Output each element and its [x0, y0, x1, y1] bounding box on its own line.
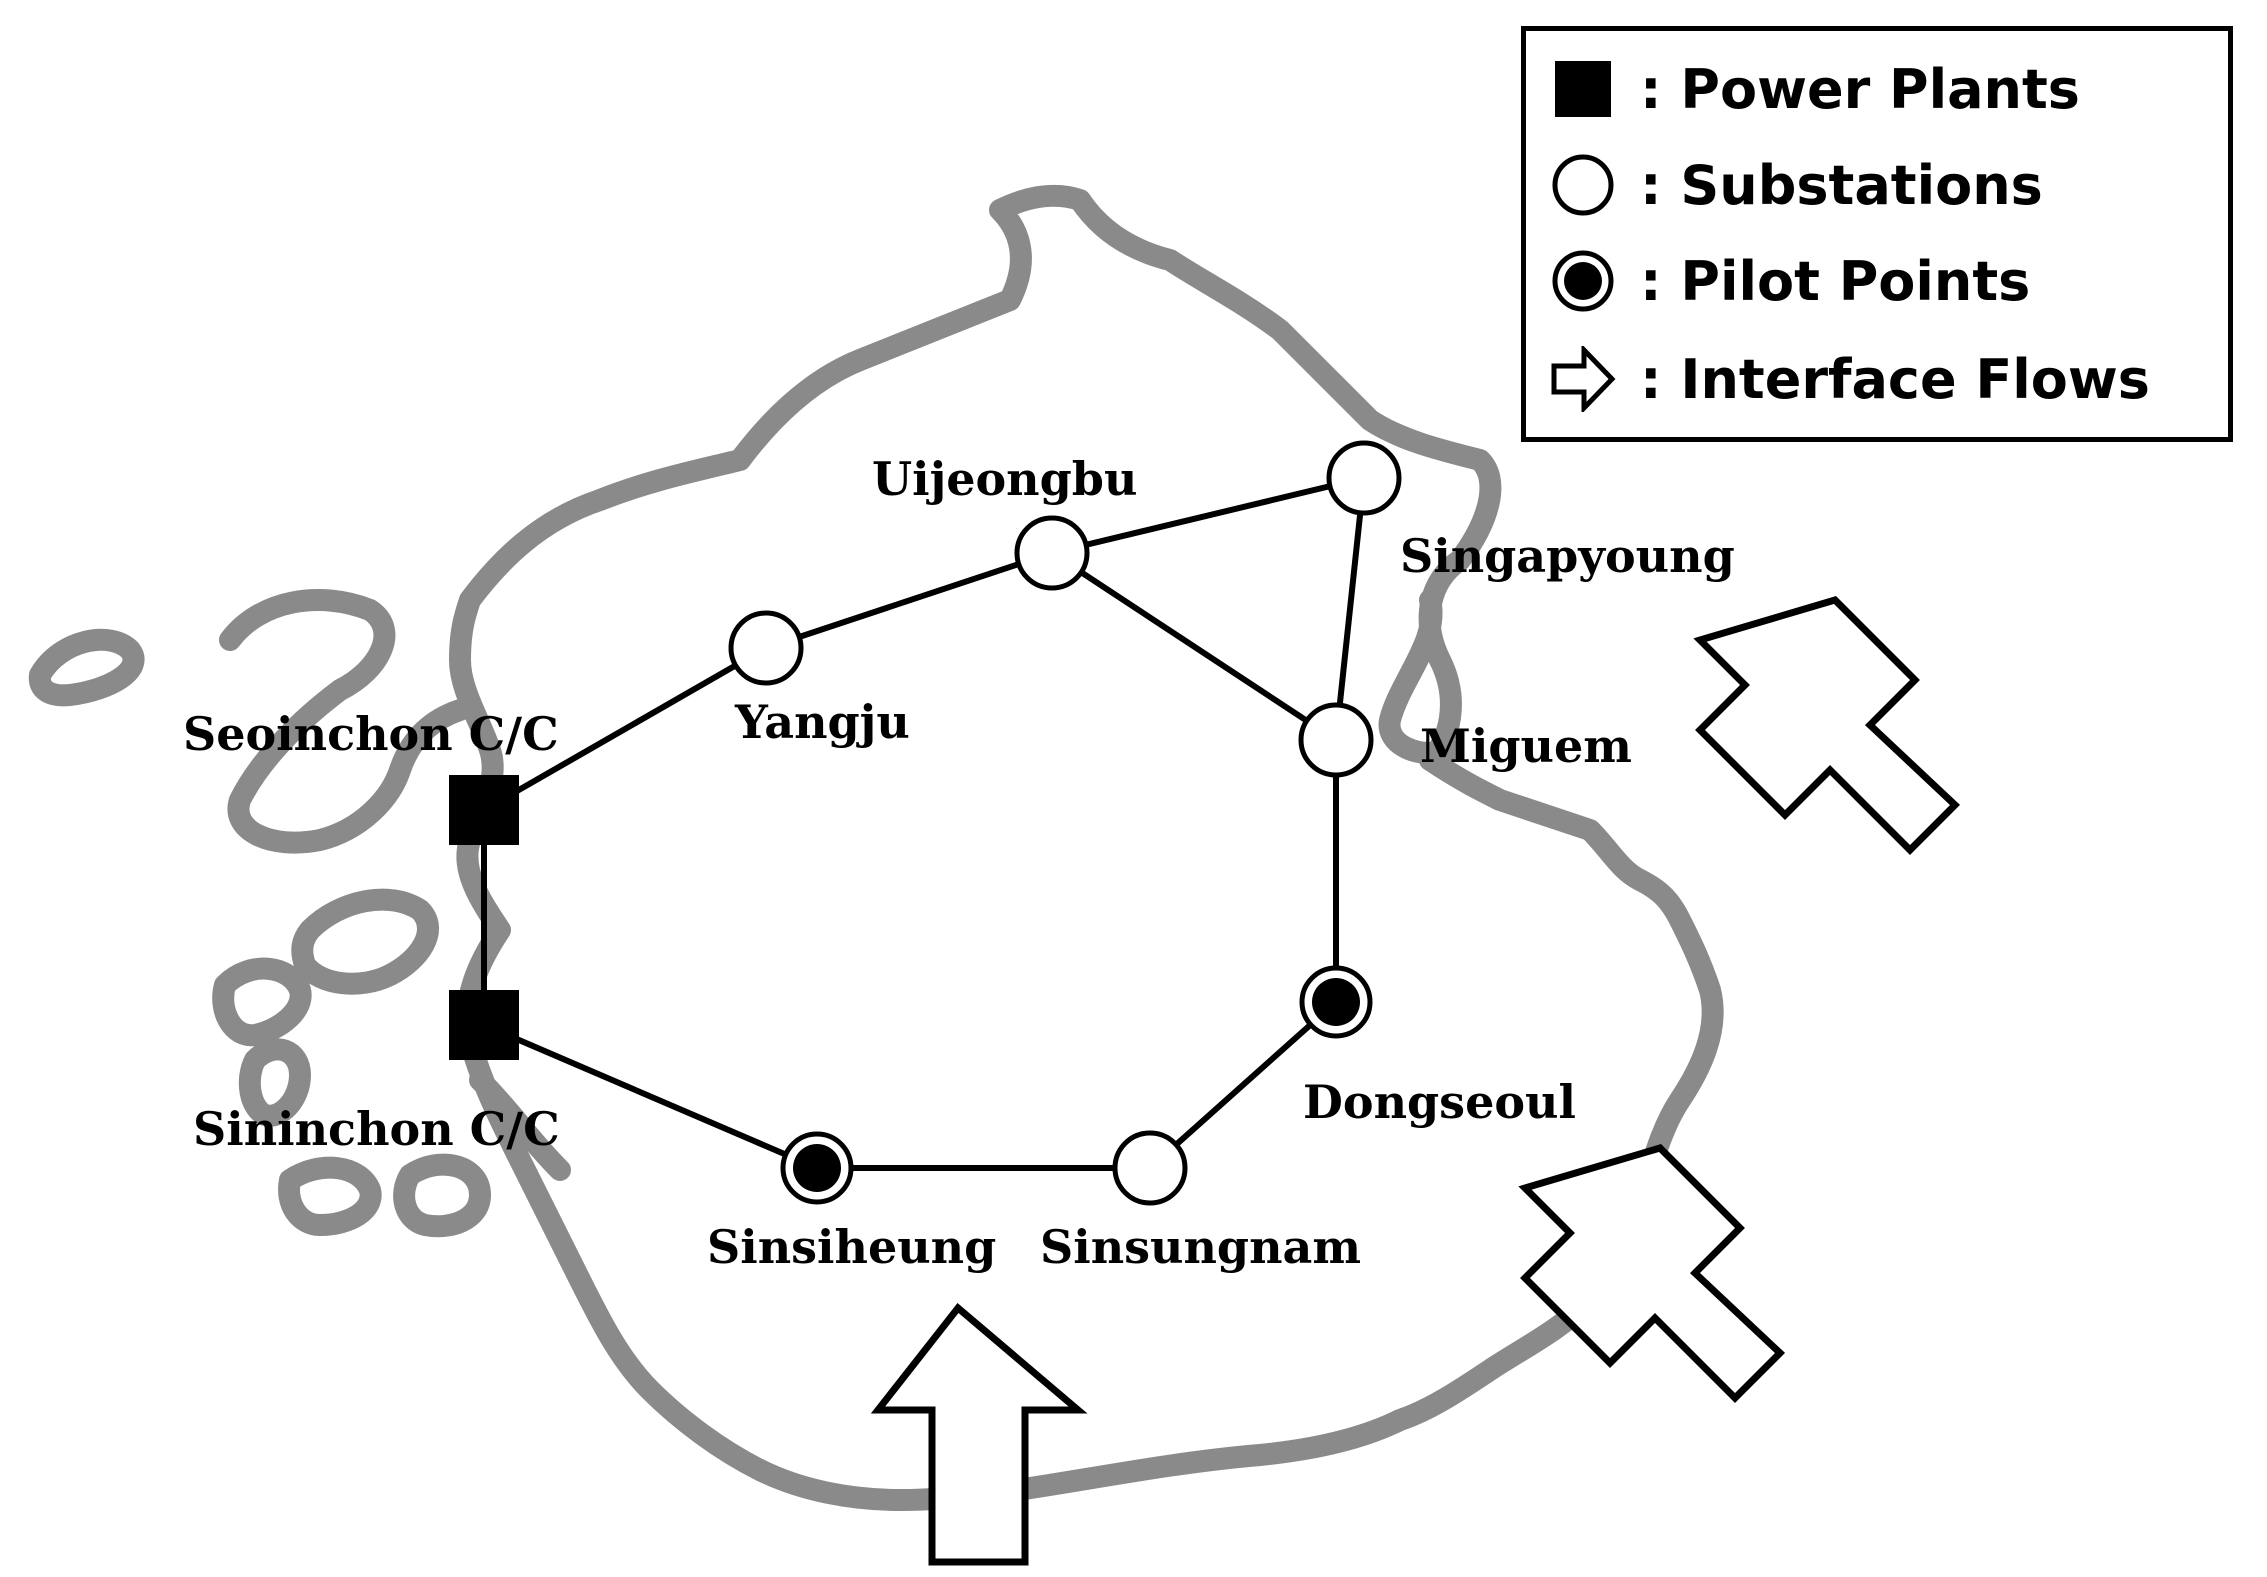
label-sinsungnam: Sinsungnam	[1040, 1220, 1361, 1274]
station-miguem	[1298, 702, 1374, 778]
connection-yangju-uijeongbu	[765, 550, 1053, 651]
connection-uijeongbu-singapyoung	[1051, 475, 1365, 556]
pilot-point-core	[1312, 978, 1360, 1026]
label-sinsiheung: Sinsiheung	[707, 1220, 996, 1274]
pilot-point-icon	[1548, 246, 1618, 316]
substation-icon	[1548, 150, 1618, 220]
interface-flow-arrow-east	[1518, 1144, 1786, 1403]
connection-singapyoung-miguem	[1333, 477, 1367, 741]
power-plant-icon	[449, 775, 519, 845]
station-sinsiheung	[780, 1131, 854, 1205]
island-6	[393, 1153, 491, 1238]
legend: : Power Plants : Substations : Pilot Poi…	[1521, 26, 2233, 442]
connection-seoinchon-yangju	[482, 645, 768, 813]
connection-dongseoul-sinsungnam	[1148, 999, 1338, 1171]
main-region-outline	[449, 184, 1724, 1511]
substation-icon	[1326, 440, 1402, 516]
label-uijeongbu: Uijeongbu	[872, 452, 1137, 506]
legend-item-interface-flows: : Interface Flows	[1548, 339, 2150, 419]
legend-label: : Interface Flows	[1640, 347, 2150, 411]
power-plant-icon	[449, 990, 519, 1060]
island-4	[238, 1038, 311, 1127]
stations-layer	[449, 440, 1402, 1206]
legend-item-pilot-points: : Pilot Points	[1548, 241, 2030, 321]
legend-label: : Substations	[1640, 153, 2043, 217]
interface-flow-arrow-south	[870, 1302, 1088, 1566]
region-outline	[28, 184, 1724, 1511]
substation-icon	[1014, 515, 1090, 591]
label-singapyoung: Singapyoung	[1400, 529, 1735, 583]
interface-flow-arrow-icon	[1548, 344, 1618, 414]
label-yangju: Yangju	[734, 695, 910, 749]
island-1	[28, 628, 145, 707]
connection-uijeongbu-miguem	[1050, 550, 1338, 743]
station-singapyoung	[1326, 440, 1402, 516]
station-dongseoul	[1299, 965, 1373, 1039]
legend-label: : Pilot Points	[1640, 249, 2031, 313]
substation-icon	[728, 610, 804, 686]
label-sininchon: Sininchon C/C	[193, 1102, 560, 1156]
pilot-point-core	[793, 1144, 841, 1192]
island-2	[291, 888, 439, 995]
station-sininchon	[449, 990, 519, 1060]
legend-label: : Power Plants	[1640, 57, 2080, 121]
coast-fragment-upper	[219, 589, 471, 854]
connection-sinsiheung-sininchon	[482, 1022, 819, 1171]
interface-flow-arrows	[870, 596, 1961, 1566]
station-labels: Seoinchon C/C Sininchon C/C Yangju Uijeo…	[183, 452, 1735, 1274]
label-miguem: Miguem	[1420, 719, 1632, 773]
station-yangju	[728, 610, 804, 686]
interface-flow-arrow-northeast	[1693, 596, 1961, 855]
power-plant-icon	[1548, 54, 1618, 124]
coast-fragment-east	[1378, 589, 1461, 765]
station-seoinchon	[449, 775, 519, 845]
station-sinsungnam	[1112, 1130, 1188, 1206]
legend-item-substations: : Substations	[1548, 145, 2043, 225]
substation-icon	[1298, 702, 1374, 778]
substation-icon	[1112, 1130, 1188, 1206]
island-5	[278, 1156, 382, 1236]
legend-item-power-plants: : Power Plants	[1548, 49, 2080, 129]
label-seoinchon: Seoinchon C/C	[183, 707, 559, 761]
connections-layer	[481, 475, 1367, 1171]
island-3	[212, 957, 312, 1047]
coast-fragment-lower	[469, 1069, 571, 1181]
station-uijeongbu	[1014, 515, 1090, 591]
label-dongseoul: Dongseoul	[1303, 1075, 1576, 1129]
